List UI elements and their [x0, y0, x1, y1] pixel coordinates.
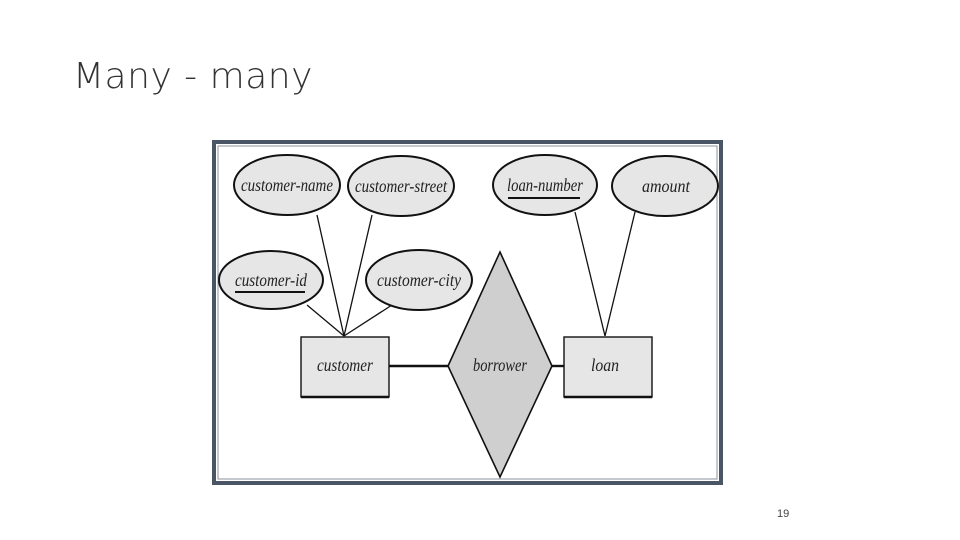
- attribute-customer-name-label: customer-name: [241, 175, 333, 195]
- line-customer-id: [306, 304, 345, 337]
- line-customer-name: [316, 214, 345, 337]
- attribute-customer-id-ellipse: [218, 250, 324, 310]
- entity-loan-label: loan: [591, 355, 619, 375]
- line-amount: [604, 211, 636, 337]
- slide-title: Many - many: [73, 56, 313, 97]
- attribute-customer-street-ellipse: [347, 155, 455, 217]
- attribute-customer-street-label: customer-street: [355, 176, 448, 196]
- attribute-amount-ellipse: [611, 155, 719, 217]
- attribute-amount-label: amount: [642, 176, 691, 196]
- attribute-loan-number-label: loan-number: [507, 175, 584, 195]
- diagram-frame-inner-border: [217, 145, 718, 480]
- attribute-customer-id-label: customer-id: [235, 270, 308, 290]
- attribute-customer-city-ellipse: [365, 249, 473, 311]
- attribute-loan-number-ellipse: [492, 154, 598, 216]
- er-diagram: customer-name customer-street customer-i…: [212, 140, 723, 485]
- attribute-customer-city-label: customer-city: [377, 270, 461, 290]
- page-number: 19: [777, 508, 790, 520]
- line-customer-city: [343, 304, 393, 337]
- relationship-borrower-label: borrower: [473, 355, 528, 375]
- line-loan-number: [574, 211, 606, 337]
- attribute-customer-name-ellipse: [233, 154, 341, 216]
- entity-loan-box: [563, 336, 653, 398]
- relationship-borrower-diamond: [447, 250, 553, 479]
- entity-customer-box: [300, 336, 390, 398]
- line-customer-street: [343, 214, 373, 337]
- entity-customer-label: customer: [317, 355, 374, 375]
